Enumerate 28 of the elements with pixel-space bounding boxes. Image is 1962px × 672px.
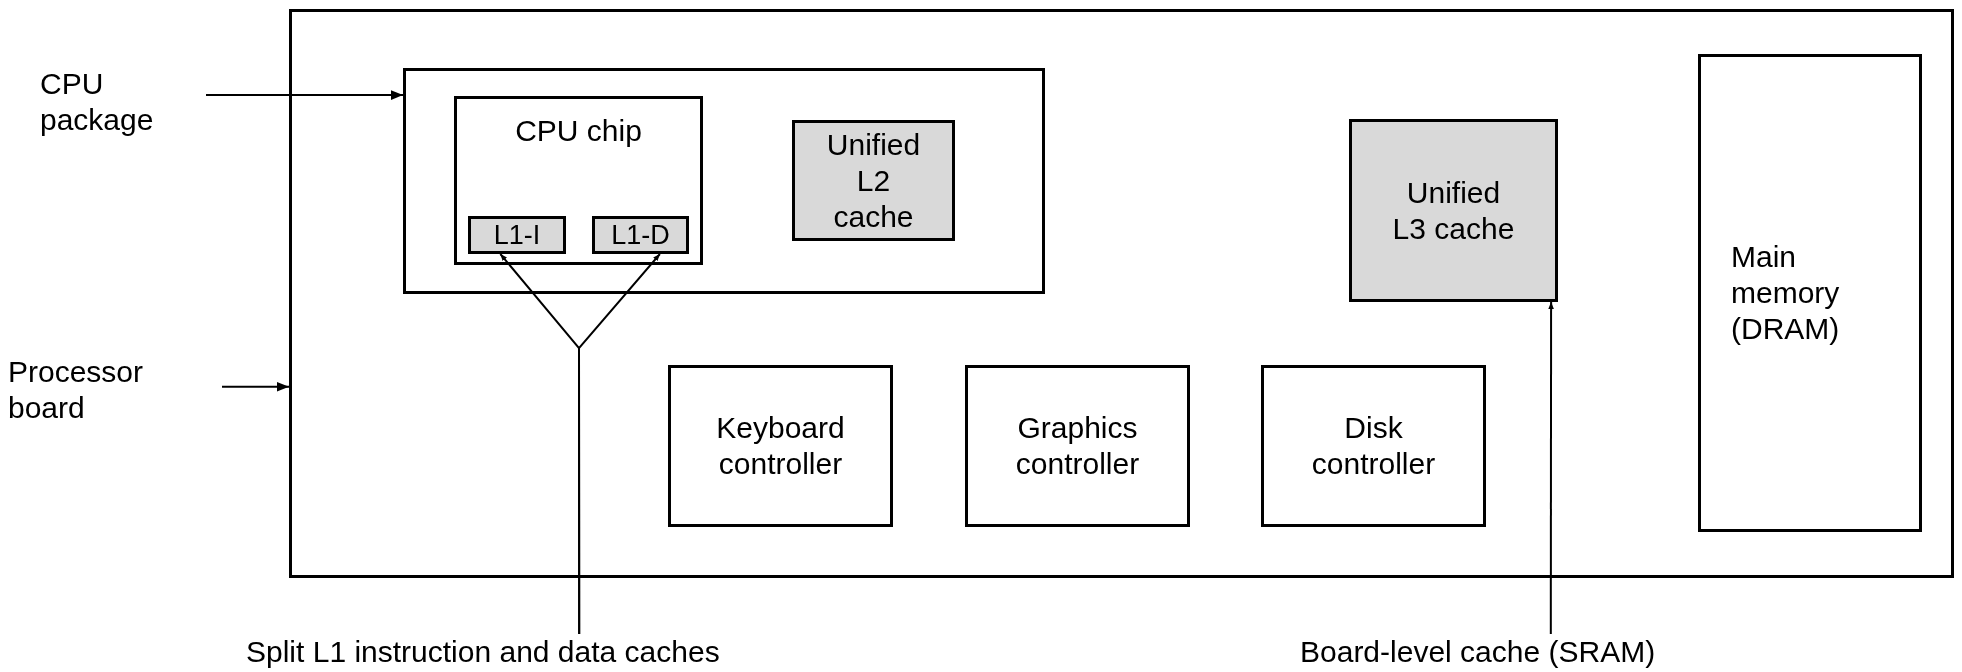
controller-box <box>1261 365 1486 527</box>
controller-box <box>668 365 893 527</box>
box-label: Graphics controller <box>1014 410 1141 482</box>
cache-box <box>468 216 566 254</box>
cache-box <box>592 216 689 254</box>
callout-text: Board-level cache (SRAM) <box>1300 634 1656 670</box>
leader-arrow <box>205 90 404 100</box>
cache-box <box>792 120 955 241</box>
callout-text: Processor board <box>8 354 222 426</box>
box-label: L1-I <box>493 220 541 250</box>
box-label: CPU chip <box>515 113 642 149</box>
box-label: Disk controller <box>1310 410 1437 482</box>
box-label: Keyboard controller <box>715 410 846 482</box>
leader-arrow <box>1548 301 1554 635</box>
leader-arrow <box>578 253 661 635</box>
chip-box <box>454 96 703 265</box>
cache-box <box>1349 119 1558 302</box>
box-label: Unified L2 cache <box>826 126 921 235</box>
box-label: L1-D <box>611 220 670 250</box>
controller-box <box>965 365 1190 527</box>
box-label: Main memory (DRAM) <box>1731 239 1841 347</box>
leader-arrow <box>221 382 290 392</box>
board-outline <box>289 9 1954 578</box>
box-label: Unified L3 cache <box>1391 174 1516 247</box>
callout-text: CPU package <box>40 66 206 138</box>
callout-text: Split L1 instruction and data caches <box>246 634 720 670</box>
memory-box <box>1698 54 1922 532</box>
package-outline <box>403 68 1045 294</box>
